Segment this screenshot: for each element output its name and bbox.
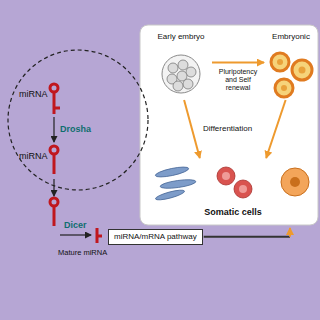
- embryo-drawing: [162, 55, 200, 93]
- cell-group: Early embryo: [150, 32, 212, 100]
- pathway-link: [204, 236, 290, 238]
- pathway-arrow: [289, 228, 291, 237]
- process-box: miRNA/mRNA pathway: [108, 229, 203, 245]
- nucleus-outline: [8, 50, 148, 190]
- edge-label: Pluripotency and Self renewal: [213, 68, 263, 92]
- flow-arrow: [212, 62, 264, 64]
- text-label: miRNA: [19, 89, 48, 99]
- cell-group: Embryonic: [264, 32, 318, 100]
- text-label: Dicer: [64, 220, 87, 230]
- hairpin-rna: [50, 84, 102, 243]
- text-label: Differentiation: [203, 124, 252, 133]
- node-text: Early embryo: [157, 32, 204, 42]
- processing-arrow: [53, 179, 54, 196]
- flow-arrow: [184, 100, 200, 158]
- figure-panel: [140, 25, 318, 225]
- processing-arrow: [60, 234, 91, 235]
- text-label: Mature miRNA: [58, 248, 107, 257]
- cell-group: Somatic cells: [150, 158, 316, 220]
- stem-cells-drawing: [271, 53, 312, 97]
- node-text: Somatic cells: [204, 207, 262, 218]
- processing-arrow: [53, 117, 54, 142]
- node-text: miRNA/mRNA pathway: [114, 232, 197, 242]
- somatic-cells-drawing: [155, 165, 309, 202]
- node-text: Embryonic: [272, 32, 310, 42]
- text-label: Drosha: [60, 124, 91, 134]
- text-label: miRNA: [19, 151, 48, 161]
- flow-arrow: [266, 100, 285, 158]
